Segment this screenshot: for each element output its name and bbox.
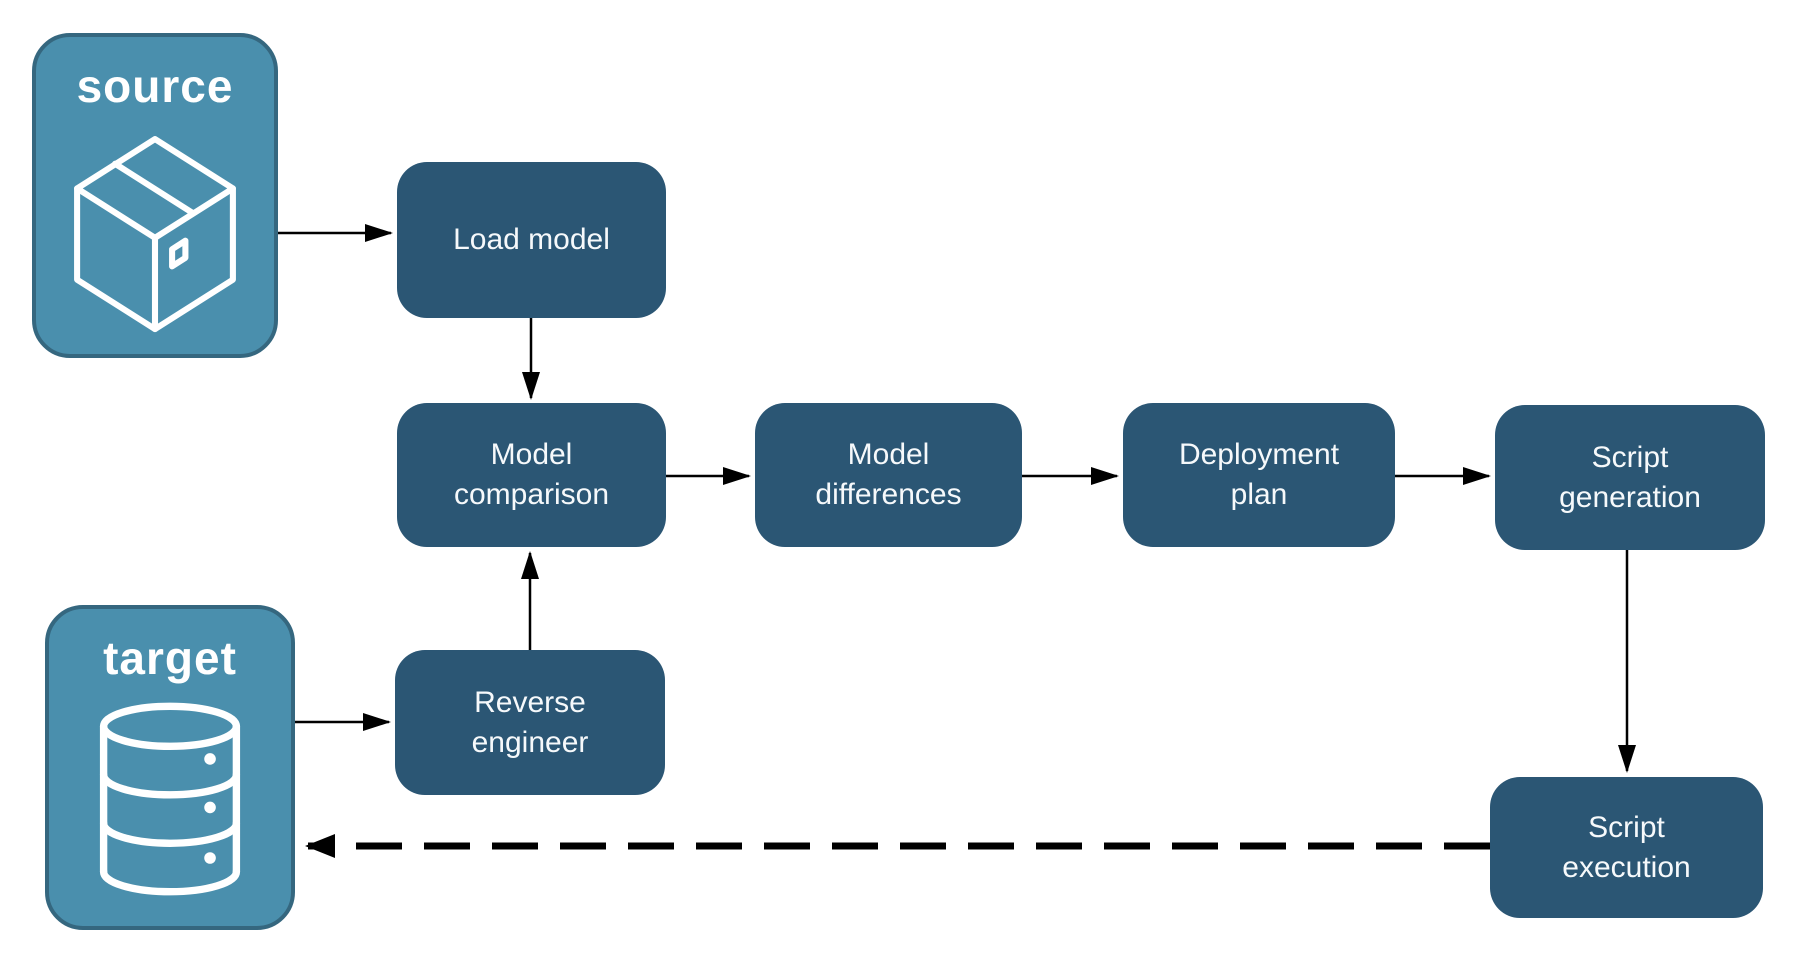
node-label: Script execution: [1562, 810, 1691, 884]
node-label: Model differences: [815, 438, 962, 511]
node-label: Reverse engineer: [471, 685, 589, 759]
node-model-differences: Model differences: [755, 403, 1022, 547]
target-label: target: [103, 632, 237, 684]
node-label: Model comparison: [453, 438, 610, 511]
node-label: Deployment plan: [1178, 438, 1340, 511]
entity-target: target: [45, 605, 295, 930]
node-model-comparison: Model comparison: [397, 403, 666, 547]
entity-source: source: [32, 33, 278, 358]
node-label: Script generation: [1559, 440, 1701, 514]
database-icon: [96, 701, 244, 902]
package-icon: [60, 135, 250, 340]
node-script-execution: Script execution: [1490, 777, 1763, 918]
node-label: Load model: [453, 223, 610, 256]
node-script-generation: Script generation: [1495, 405, 1765, 550]
node-load-model: Load model: [397, 162, 666, 318]
source-label: source: [76, 60, 234, 112]
node-deployment-plan: Deployment plan: [1123, 403, 1395, 547]
node-reverse-engineer: Reverse engineer: [395, 650, 665, 795]
